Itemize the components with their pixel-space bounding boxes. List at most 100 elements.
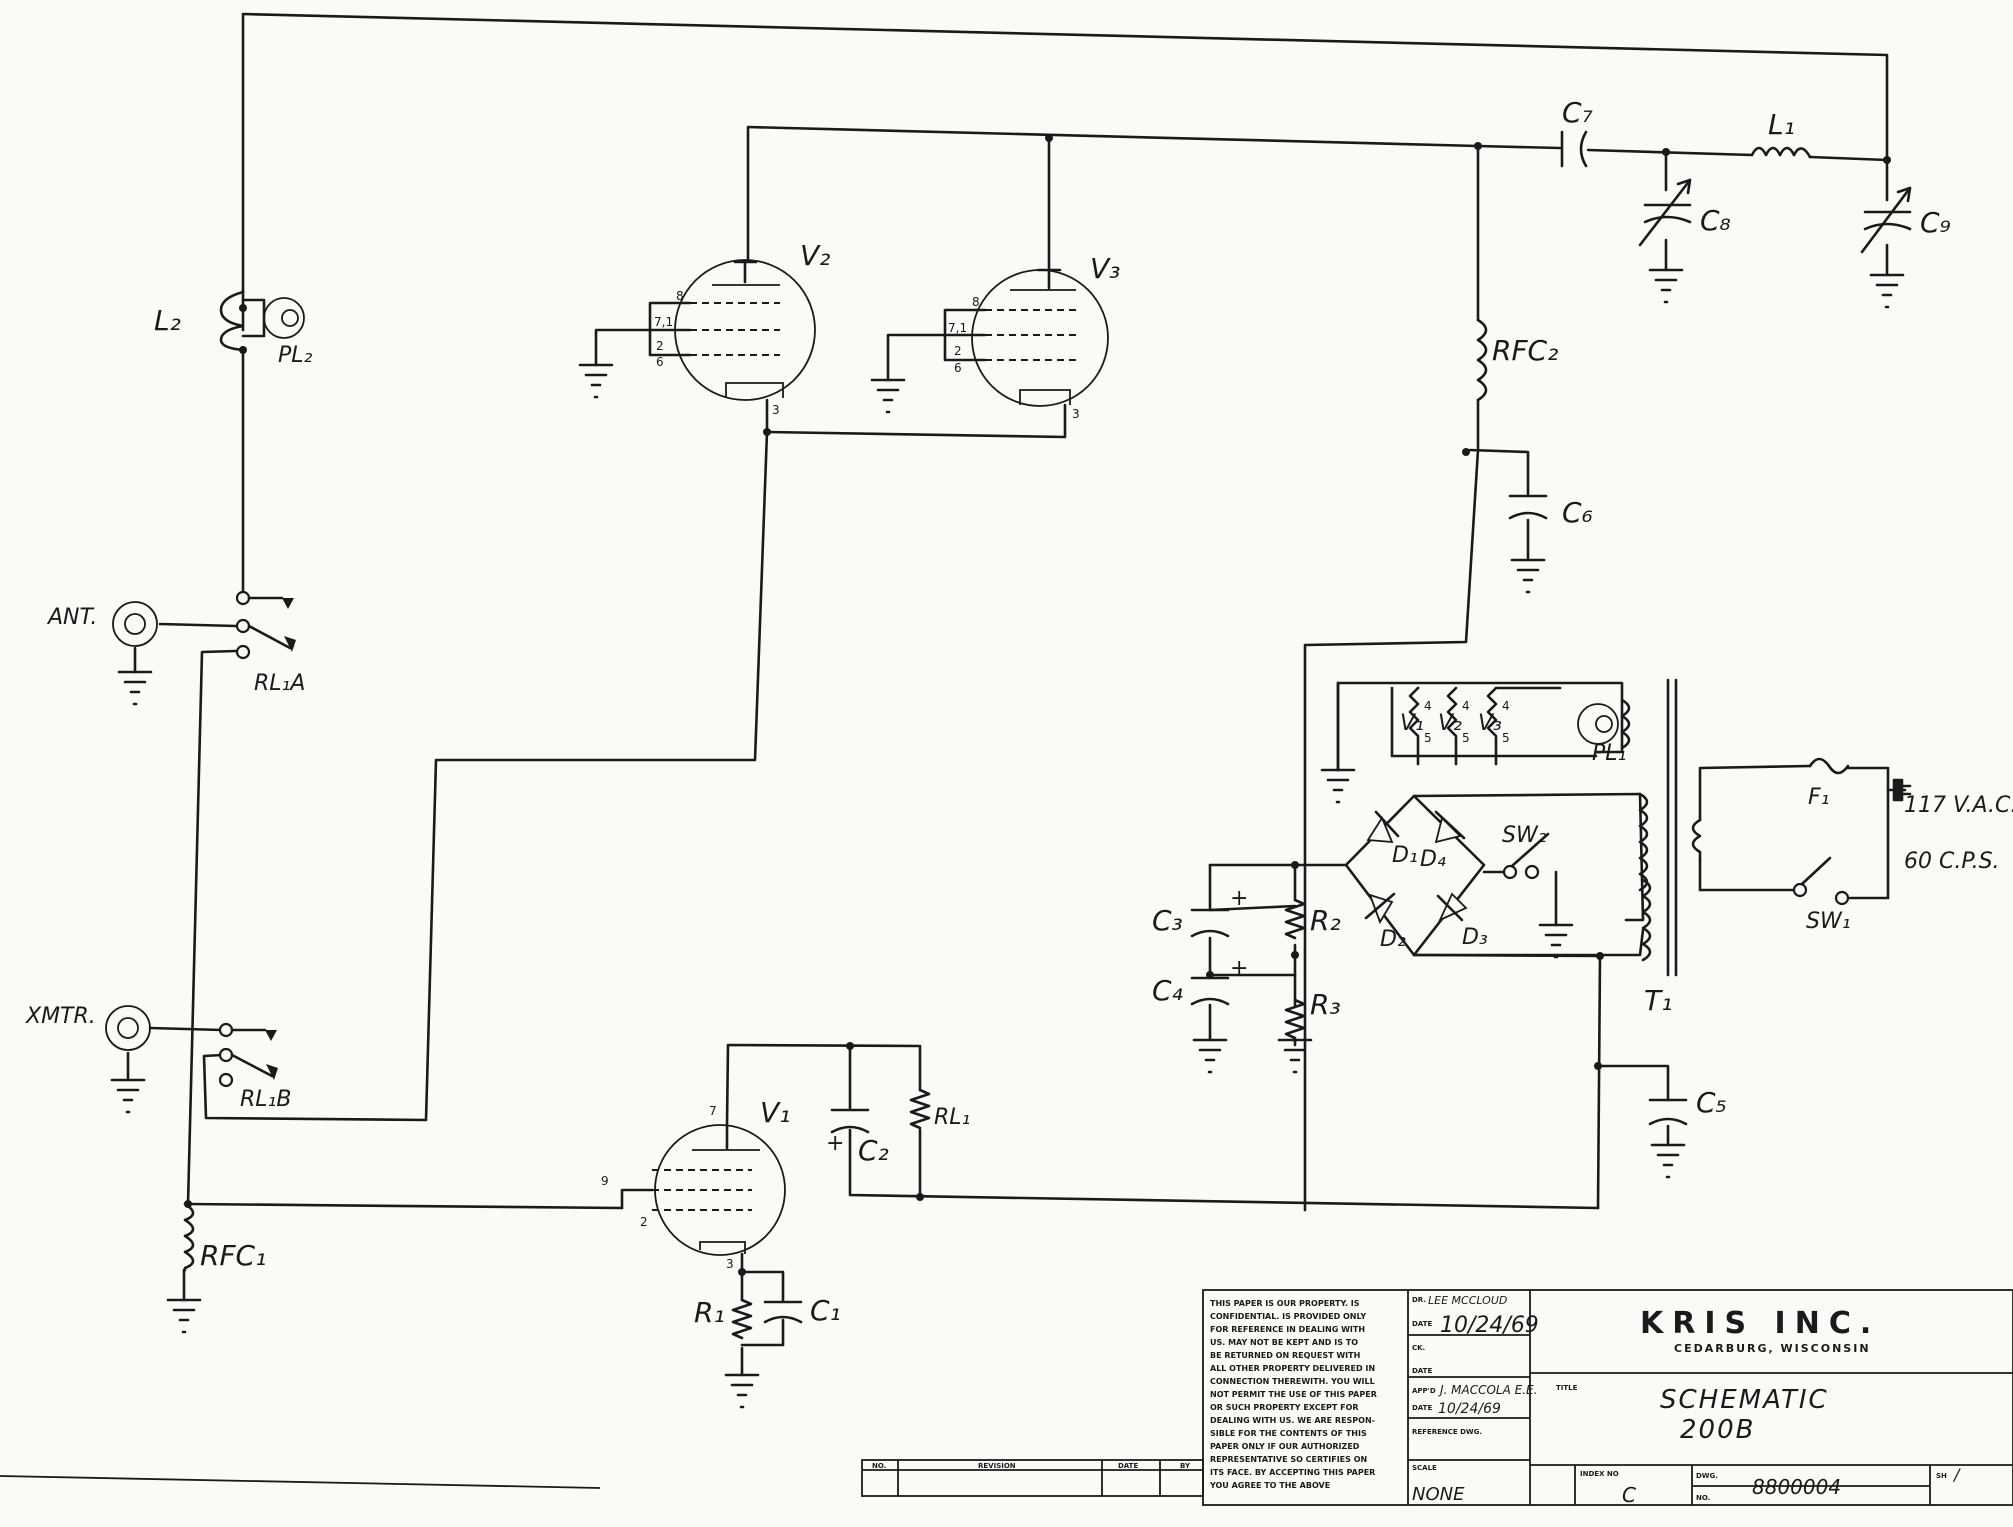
capacitor-c5: C₅ <box>1648 1086 1727 1126</box>
dr-label: DR. <box>1412 1296 1426 1304</box>
appd-label: APP'D <box>1412 1387 1436 1395</box>
ground-r3 <box>1277 1038 1313 1074</box>
ground-v3 <box>870 378 906 414</box>
pin-label: 4 <box>1424 699 1432 713</box>
pin-label: 7 <box>709 1104 717 1118</box>
dwg-value: 8800004 <box>1752 1475 1841 1499</box>
rev-by-header: BY <box>1180 1462 1191 1470</box>
capacitor-c1: C₁ <box>763 1294 841 1327</box>
dr-value: LEE MCCLOUD <box>1428 1294 1507 1307</box>
bridge-rectifier: D₁ D₄ D₂ D₃ <box>1344 794 1488 957</box>
notice-line: YOU AGREE TO THE ABOVE <box>1209 1481 1330 1490</box>
label-ant: ANT. <box>46 605 97 630</box>
polarity-mark: + <box>1230 886 1248 911</box>
notice-line: REPRESENTATIVE SO CERTIFIES ON <box>1210 1455 1367 1464</box>
ground-symbols <box>110 268 1905 1409</box>
ac-plug: 117 V.A.C. 60 C.P.S. <box>1892 778 2013 874</box>
resistor-rl1: RL₁ <box>909 1088 970 1130</box>
pin-label: 2 <box>640 1215 648 1229</box>
polarity-mark: + <box>1230 956 1248 981</box>
label-c7: C₇ <box>1562 96 1594 129</box>
ground-c8 <box>1648 268 1684 304</box>
label-l1: L₁ <box>1768 108 1795 141</box>
drawing-number-title: 200B <box>1680 1415 1755 1445</box>
dwg-label: DWG. <box>1696 1472 1718 1480</box>
notice-line: OR SUCH PROPERTY EXCEPT FOR <box>1210 1403 1359 1412</box>
ground-c4 <box>1192 1038 1228 1074</box>
notice-line: SIBLE FOR THE CONTENTS OF THIS <box>1210 1429 1367 1438</box>
label-l2: L₂ <box>154 304 181 337</box>
label-heater-v3: V₃ <box>1478 711 1502 736</box>
no-label: NO. <box>1696 1494 1710 1502</box>
scale-label: SCALE <box>1412 1464 1437 1472</box>
company-city: CEDARBURG, WISCONSIN <box>1674 1342 1871 1355</box>
notice-line: US. MAY NOT BE KEPT AND IS TO <box>1210 1338 1358 1347</box>
label-rl1a: RL₁A <box>254 671 305 696</box>
pin-label: 2 <box>656 339 664 353</box>
notice-line: PAPER ONLY IF OUR AUTHORIZED <box>1210 1442 1360 1451</box>
ground-c6 <box>1510 558 1546 594</box>
variable-capacitor-c9: C₉ <box>1860 186 1951 254</box>
inductor-l1: L₁ <box>1750 108 1812 159</box>
pin-label: 5 <box>1502 731 1510 745</box>
scale-value: NONE <box>1412 1484 1465 1505</box>
label-xmtr: XMTR. <box>25 1004 96 1029</box>
sheet-value: / <box>1952 1465 1961 1484</box>
date1-value: 10/24/69 <box>1440 1313 1539 1338</box>
notice-line: NOT PERMIT THE USE OF THIS PAPER <box>1210 1390 1377 1399</box>
ground-sw2 <box>1538 923 1574 959</box>
pin-label: 7,1 <box>948 321 967 335</box>
capacitor-c4: + C₄ <box>1152 956 1248 1007</box>
coil-l2: L₂ <box>154 288 245 352</box>
ground-v2 <box>578 363 614 399</box>
label-pl2: PL₂ <box>278 343 313 368</box>
label-rl1: RL₁ <box>934 1105 970 1130</box>
label-d3: D₃ <box>1462 925 1488 950</box>
company-name: KRIS INC. <box>1640 1306 1880 1341</box>
title-label: TITLE <box>1556 1384 1578 1392</box>
pin-label: 6 <box>954 361 962 375</box>
ck-label: CK. <box>1412 1344 1425 1352</box>
pin-label: 5 <box>1462 731 1470 745</box>
label-vac: 117 V.A.C. <box>1904 793 2013 818</box>
rev-date-header: DATE <box>1118 1462 1138 1470</box>
capacitor-c2: + C₂ <box>826 1108 889 1167</box>
rev-revision-header: REVISION <box>978 1462 1016 1470</box>
index-value: C <box>1622 1483 1636 1507</box>
capacitor-c3: + C₃ <box>1152 886 1248 938</box>
heater-string: 4 4 4 5 5 5 V₁ V₂ V₃ PL₁ <box>1400 686 1626 766</box>
pin-label: 4 <box>1462 699 1470 713</box>
notice-line: ITS FACE. BY ACCEPTING THIS PAPER <box>1210 1468 1375 1477</box>
label-t1: T₁ <box>1644 984 1672 1017</box>
notice-line: ALL OTHER PROPERTY DELIVERED IN <box>1210 1364 1375 1373</box>
ground-c9 <box>1869 273 1905 309</box>
label-sw2: SW₂ <box>1502 823 1547 848</box>
ground-v1 <box>724 1373 760 1409</box>
sheet-edge <box>0 1475 601 1489</box>
notice-line: CONFIDENTIAL. IS PROVIDED ONLY <box>1210 1312 1366 1321</box>
pin-label: 5 <box>1424 731 1432 745</box>
date1-label: DATE <box>1412 1320 1432 1328</box>
label-c2: C₂ <box>858 1134 889 1167</box>
transmitter-connector: XMTR. <box>25 1004 151 1051</box>
resistor-r2: R₂ <box>1284 898 1341 940</box>
switch-sw1: SW₁ <box>1792 856 1851 934</box>
ground-c5 <box>1650 1143 1686 1179</box>
label-c4: C₄ <box>1152 974 1183 1007</box>
notice-line: CONNECTION THEREWITH. YOU WILL <box>1210 1377 1375 1386</box>
tube-v1: 7 9 2 3 V₁ <box>601 1096 790 1271</box>
ground-ant <box>117 670 153 706</box>
label-heater-v2: V₂ <box>1438 711 1462 736</box>
sheet-label: SH <box>1936 1472 1947 1480</box>
label-d4: D₄ <box>1420 847 1446 872</box>
relay-rl1a: RL₁A <box>235 590 305 696</box>
polarity-mark: + <box>826 1131 844 1156</box>
pin-label: 3 <box>1072 407 1080 421</box>
switch-sw2: SW₂ <box>1502 823 1550 880</box>
pin-label: 6 <box>656 355 664 369</box>
notice-line: FOR REFERENCE IN DEALING WITH <box>1210 1325 1365 1334</box>
pin-label: 3 <box>772 403 780 417</box>
label-r3: R₃ <box>1310 988 1341 1021</box>
